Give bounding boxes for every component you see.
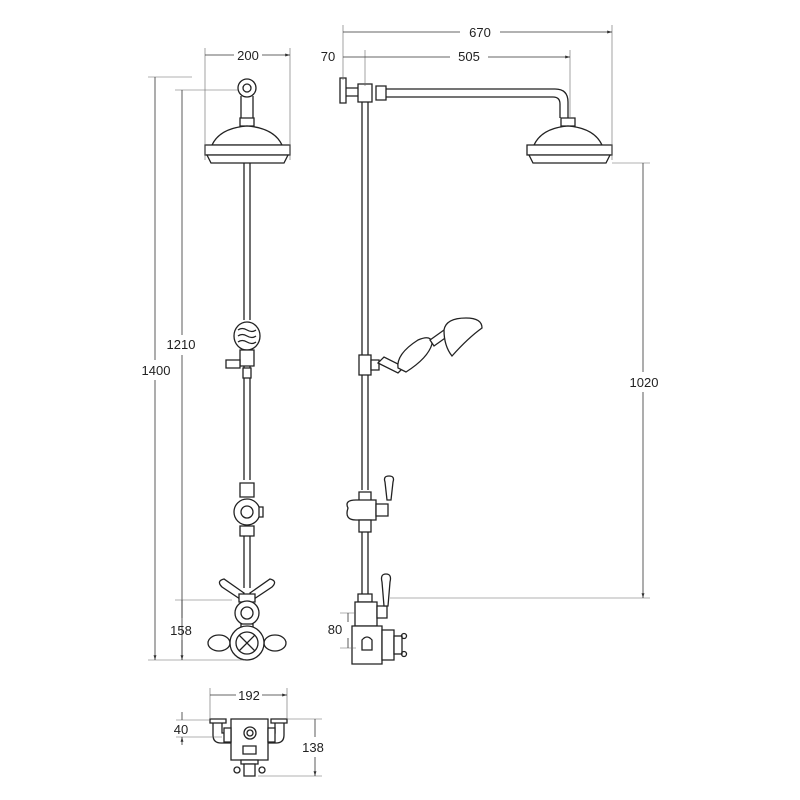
dim-wall-offset: 70 [321,49,366,86]
front-shower-head [204,78,291,164]
dim-label-1210: 1210 [167,337,196,352]
front-handset-holder [225,321,261,379]
dim-label-138: 138 [302,740,324,755]
dim-valve-width: 192 [209,688,287,719]
dim-head-to-valve: 1020 [390,162,659,598]
side-shower-arm [339,77,613,164]
plan-view: 192 40 138 [174,688,324,776]
dim-label-158: 158 [170,623,192,638]
dim-total-projection: 670 [342,25,612,160]
dim-rail-height: 1210 [167,89,238,660]
dim-label-1400: 1400 [142,363,171,378]
dim-label-1020: 1020 [630,375,659,390]
dim-label-80: 80 [328,622,342,637]
dim-label-670: 670 [469,25,491,40]
front-valve [207,578,287,661]
side-riser-rail [361,102,369,595]
dim-label-192: 192 [238,688,260,703]
side-diverter [346,475,395,533]
dim-arm-length: 505 [365,49,570,118]
side-view: 670 70 505 1020 80 [321,25,659,665]
dim-label-70: 70 [321,49,335,64]
side-handset [358,317,483,376]
dim-label-505: 505 [458,49,480,64]
dim-label-200: 200 [237,48,259,63]
dim-valve-depth: 80 [328,612,356,649]
dim-valve-offset: 158 [170,599,232,660]
dim-overall-depth: 138 [258,718,324,776]
front-riser-rail [243,163,251,588]
side-valve [351,573,408,665]
dim-overall-height: 1400 [142,76,245,660]
dim-label-40: 40 [174,722,188,737]
front-view: 200 1400 1210 158 [142,48,290,660]
dim-head-width: 200 [204,48,290,160]
front-diverter [233,482,264,537]
dim-inlet-depth: 40 [174,712,222,745]
